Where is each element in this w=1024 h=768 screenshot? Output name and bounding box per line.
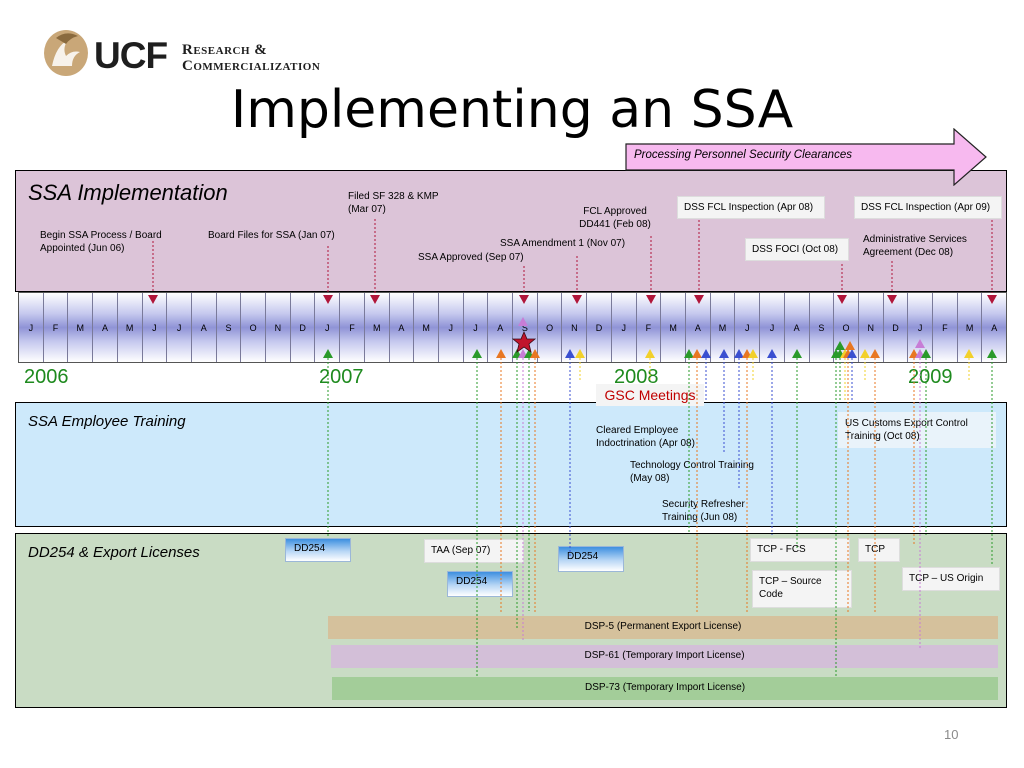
milestone-label: SSA Approved (Sep 07) (418, 252, 524, 263)
milestone-label: Administrative Services Agreement (Dec 0… (863, 234, 967, 258)
milestone-label: Filed SF 328 & KMP (Mar 07) (348, 191, 439, 215)
page-number: 10 (944, 727, 959, 742)
banner-arrow (625, 128, 987, 186)
training-label: Technology Control Training (May 08) (630, 460, 754, 484)
month-cell: A (191, 293, 217, 362)
month-cell: S (216, 293, 242, 362)
month-cell: F (933, 293, 958, 362)
month-cell: F (340, 293, 365, 362)
tcp-box: TCP (858, 538, 900, 562)
month-cell: J (19, 293, 44, 362)
dsp61-bar: DSP-61 (Temporary Import License) (331, 645, 998, 668)
ucf-logo: UCF Research & Commercialization (42, 26, 352, 78)
training-label: Security Refresher Training (Jun 08) (662, 499, 745, 523)
month-cell: N (562, 293, 588, 362)
tcp-source-box: TCP – Source Code (752, 570, 852, 608)
month-cell: M (68, 293, 94, 362)
month-cell: J (463, 293, 489, 362)
month-cell: J (908, 293, 934, 362)
ssa-training-section: SSA Employee Training (15, 402, 1007, 527)
tcp-origin-box: TCP – US Origin (902, 567, 1000, 591)
month-cell: J (760, 293, 785, 362)
logo-line1: Research & (182, 42, 268, 58)
month-cell: D (290, 293, 316, 362)
month-cell: A (685, 293, 711, 362)
month-cell: O (241, 293, 267, 362)
dd254-box: DD254 (558, 546, 624, 572)
month-cell: A (784, 293, 810, 362)
milestone-box: DSS FCL Inspection (Apr 08) (677, 196, 825, 219)
year-label: 2006 (24, 366, 69, 388)
month-cell: M (710, 293, 736, 362)
milestone-box: DSS FOCI (Oct 08) (745, 238, 849, 261)
section-title: DD254 & Export Licenses (28, 544, 200, 561)
month-cell: M (661, 293, 686, 362)
dsp5-bar: DSP-5 (Permanent Export License) (328, 616, 998, 639)
month-cell: A (93, 293, 118, 362)
month-cell: J (142, 293, 168, 362)
month-cell: J (315, 293, 341, 362)
month-cell: A (488, 293, 514, 362)
banner-text: Processing Personnel Security Clearances (634, 149, 852, 161)
year-label: 2009 (908, 366, 953, 388)
section-title: SSA Implementation (28, 180, 228, 205)
dd254-box: DD254 (285, 538, 351, 562)
milestone-label: Begin SSA Process / Board Appointed (Jun… (40, 230, 162, 254)
milestone-label: Board Files for SSA (Jan 07) (208, 230, 335, 241)
section-title: SSA Employee Training (28, 413, 186, 430)
ssa-implementation-section: SSA Implementation (15, 170, 1007, 292)
month-cell: F (43, 293, 69, 362)
page-title: Implementing an SSA (230, 80, 794, 140)
month-cell: J (167, 293, 192, 362)
milestone-label: FCL Approved DD441 (Feb 08) (579, 206, 651, 230)
milestone-box: DSS FCL Inspection (Apr 09) (854, 196, 1002, 219)
month-cell: M (957, 293, 983, 362)
month-cell: O (834, 293, 859, 362)
taa-box: TAA (Sep 07) (424, 539, 524, 563)
year-label: 2008 (614, 366, 659, 388)
month-cell: M (414, 293, 439, 362)
dd254-box: DD254 (447, 571, 513, 597)
month-cell: N (858, 293, 884, 362)
month-cell: J (735, 293, 761, 362)
month-cell: D (587, 293, 612, 362)
tcp-fcs-box: TCP - FCS (750, 538, 850, 562)
month-cell: D (883, 293, 909, 362)
month-cell: S (513, 293, 538, 362)
month-cell: A (389, 293, 415, 362)
month-cell: O (537, 293, 563, 362)
gsc-meetings-label: GSC Meetings (596, 384, 704, 406)
year-label: 2007 (319, 366, 364, 388)
month-cell: A (982, 293, 1007, 362)
pegasus-logo-icon (44, 30, 88, 76)
month-cell: J (611, 293, 637, 362)
month-cell: F (636, 293, 662, 362)
month-cell: S (809, 293, 835, 362)
training-label: Cleared Employee Indoctrination (Apr 08) (596, 425, 695, 449)
logo-brand: UCF (94, 35, 168, 76)
milestone-label: SSA Amendment 1 (Nov 07) (500, 238, 626, 249)
month-cell: J (438, 293, 464, 362)
month-cell: M (364, 293, 390, 362)
month-cell: N (266, 293, 291, 362)
dsp73-bar: DSP-73 (Temporary Import License) (332, 677, 998, 700)
logo-line2: Commercialization (182, 58, 321, 74)
training-box: US Customs Export Control Training (Oct … (838, 412, 996, 448)
month-cell: M (117, 293, 143, 362)
